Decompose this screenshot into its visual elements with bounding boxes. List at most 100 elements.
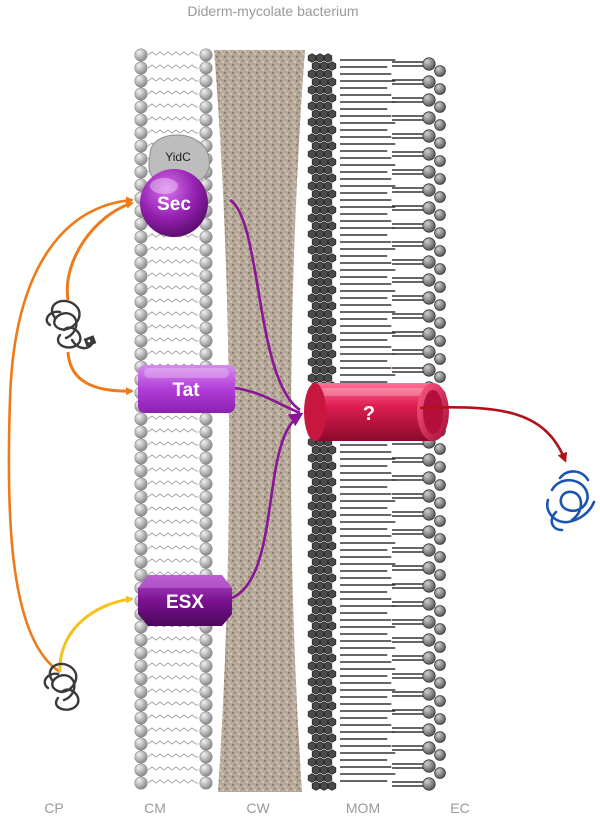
outer-lipid-head bbox=[434, 371, 446, 383]
lipid-head bbox=[134, 230, 148, 244]
lipid-head bbox=[134, 347, 148, 361]
arabinogalactan-unit bbox=[323, 229, 333, 239]
arabinogalactan-unit bbox=[323, 165, 333, 175]
lipid-head bbox=[134, 763, 148, 777]
arabinogalactan-unit bbox=[307, 53, 317, 63]
arabinogalactan-unit bbox=[319, 669, 329, 679]
lipid-head bbox=[134, 672, 148, 686]
lipid-head bbox=[134, 113, 148, 127]
lipid-head bbox=[134, 490, 148, 504]
arabinogalactan-unit bbox=[311, 733, 321, 743]
lipid-head bbox=[134, 516, 148, 530]
arabinogalactan-unit bbox=[319, 493, 329, 503]
lipid-head bbox=[134, 282, 148, 296]
lipid-head bbox=[199, 61, 213, 75]
lipid-head bbox=[134, 139, 148, 153]
outer-lipid-head bbox=[434, 245, 446, 257]
lipid-tail bbox=[147, 636, 198, 641]
arabinogalactan-unit bbox=[311, 221, 321, 231]
outer-lipid-head bbox=[434, 119, 446, 131]
arabinogalactan-unit bbox=[307, 485, 317, 495]
arabinogalactan-unit bbox=[319, 205, 329, 215]
purple-arrow-from-sec bbox=[229, 198, 301, 412]
arabinogalactan-unit bbox=[315, 613, 325, 623]
lipid-head bbox=[199, 412, 213, 426]
arabinogalactan-unit bbox=[311, 189, 321, 199]
outer-lipid-head bbox=[434, 101, 446, 113]
lipid-head bbox=[199, 477, 213, 491]
arabinogalactan-unit bbox=[327, 765, 337, 775]
arabinogalactan-unit bbox=[323, 501, 333, 511]
outer-lipid-head bbox=[434, 299, 446, 311]
arabinogalactan-unit bbox=[323, 469, 333, 479]
lipid-head bbox=[134, 321, 148, 335]
arabinogalactan-unit bbox=[315, 741, 325, 751]
arabinogalactan-unit bbox=[311, 141, 321, 151]
tat-translocon: Tat bbox=[138, 365, 235, 413]
lipid-tail bbox=[147, 337, 198, 342]
arabinogalactan-unit bbox=[311, 205, 321, 215]
arabinogalactan-unit bbox=[327, 189, 337, 199]
purple-arrow-from-esx bbox=[231, 412, 304, 600]
arabinogalactan-unit bbox=[323, 245, 333, 255]
arabinogalactan-unit bbox=[319, 509, 329, 519]
arabinogalactan-unit bbox=[315, 645, 325, 655]
arabinogalactan-unit bbox=[307, 757, 317, 767]
lipid-head bbox=[134, 48, 148, 62]
outer-lipid-head bbox=[422, 543, 436, 557]
label-ec: EC bbox=[450, 800, 469, 816]
arabinogalactan-unit bbox=[315, 757, 325, 767]
lipid-head bbox=[199, 113, 213, 127]
arabinogalactan-unit bbox=[323, 133, 333, 143]
arabinogalactan-unit bbox=[315, 453, 325, 463]
lipid-head bbox=[199, 347, 213, 361]
lipid-tail bbox=[147, 324, 198, 329]
lipid-tail bbox=[147, 545, 198, 550]
arabinogalactan-unit bbox=[319, 525, 329, 535]
lipid-tail bbox=[147, 441, 198, 446]
lipid-head bbox=[134, 776, 148, 790]
lipid-head bbox=[134, 750, 148, 764]
arabinogalactan-unit bbox=[311, 493, 321, 503]
arabinogalactan-unit bbox=[315, 101, 325, 111]
arabinogalactan-unit bbox=[319, 93, 329, 103]
outer-lipid-head bbox=[434, 83, 446, 95]
arabinogalactan-unit bbox=[319, 269, 329, 279]
lipid-head bbox=[134, 633, 148, 647]
outer-lipid-head bbox=[422, 363, 436, 377]
lipid-tail bbox=[147, 285, 198, 290]
arabinogalactan-unit bbox=[319, 77, 329, 87]
arabinogalactan-unit bbox=[307, 197, 317, 207]
arabinogalactan-unit bbox=[311, 285, 321, 295]
lipid-head bbox=[199, 490, 213, 504]
lipid-head bbox=[199, 425, 213, 439]
arabinogalactan-unit bbox=[319, 685, 329, 695]
lipid-head bbox=[199, 750, 213, 764]
arabinogalactan-unit bbox=[307, 709, 317, 719]
arabinogalactan-unit bbox=[323, 629, 333, 639]
arabinogalactan-unit bbox=[327, 173, 337, 183]
lipid-head bbox=[134, 568, 148, 582]
lipid-tail bbox=[147, 532, 198, 537]
arabinogalactan-unit bbox=[315, 53, 325, 63]
lipid-head bbox=[199, 282, 213, 296]
arabinogalactan-unit bbox=[315, 629, 325, 639]
lipid-head bbox=[199, 659, 213, 673]
arabinogalactan-unit bbox=[315, 133, 325, 143]
label-cm: CM bbox=[144, 800, 166, 816]
arabinogalactan-unit bbox=[315, 725, 325, 735]
lipid-head bbox=[134, 243, 148, 257]
outer-lipid-head bbox=[434, 317, 446, 329]
arabinogalactan-unit bbox=[311, 781, 321, 791]
orange-arrow-to-tat bbox=[66, 351, 134, 396]
arabinogalactan-unit bbox=[307, 293, 317, 303]
arabinogalactan-unit bbox=[327, 685, 337, 695]
lipid-tail bbox=[147, 454, 198, 459]
lipid-head bbox=[134, 295, 148, 309]
arabinogalactan-unit bbox=[327, 509, 337, 519]
arabinogalactan-unit bbox=[311, 77, 321, 87]
arabinogalactan-unit bbox=[307, 309, 317, 319]
arabinogalactan-unit bbox=[323, 181, 333, 191]
arabinogalactan-unit bbox=[311, 253, 321, 263]
